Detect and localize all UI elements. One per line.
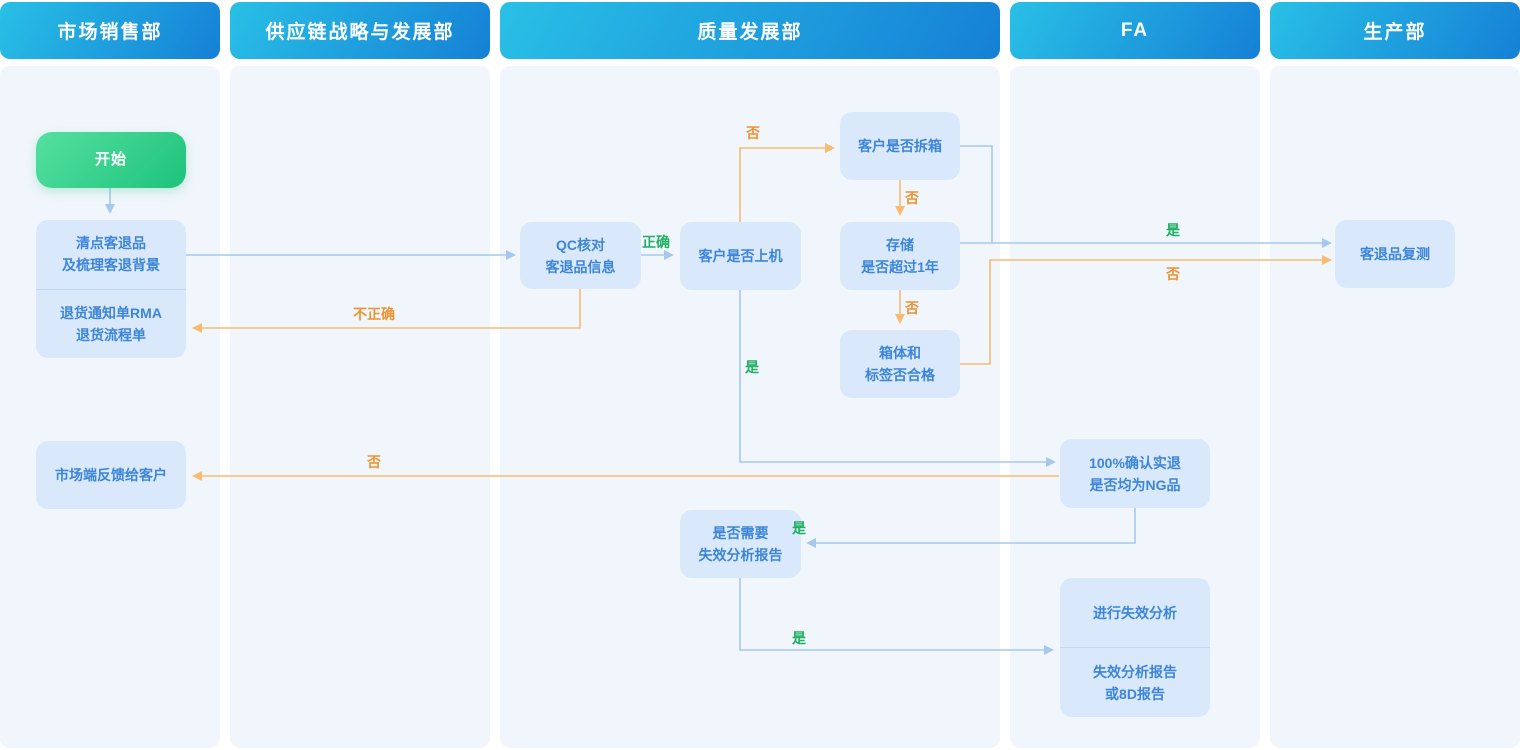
lane-header-production: 生产部	[1270, 2, 1520, 59]
node-customer-used: 客户是否上机	[680, 222, 801, 290]
node-start: 开始	[36, 132, 186, 188]
edge-label-yes-retest: 是	[1166, 222, 1180, 238]
node-confirm-ng: 100%确认实退 是否均为NG品	[1060, 439, 1210, 508]
edge-label-yes-confirm: 是	[745, 359, 759, 375]
lane-header-supply-chain: 供应链战略与发展部	[230, 2, 490, 59]
edge-label-no-retest: 否	[1166, 266, 1180, 282]
node-count-returns: 清点客退品 及梳理客退背景	[62, 235, 160, 274]
node-retest: 客退品复测	[1335, 220, 1455, 288]
node-feedback-customer: 市场端反馈给客户	[36, 441, 186, 509]
lane-header-marketing-sales: 市场销售部	[0, 2, 220, 59]
node-do-fa: 进行失效分析	[1093, 604, 1177, 621]
node-box-label-check: 箱体和 标签否合格	[840, 330, 960, 398]
edge-label-incorrect: 不正确	[353, 306, 395, 322]
node-qc-check: QC核对 客退品信息	[520, 222, 641, 289]
lane-body-production	[1270, 66, 1520, 748]
edge-label-yes-needfa: 是	[792, 520, 806, 536]
node-rma-doc: 退货通知单RMA 退货流程单	[36, 288, 186, 359]
edge-label-no-feedback: 否	[367, 454, 381, 470]
node-need-fa-report: 是否需要 失效分析报告	[680, 510, 801, 578]
node-count-returns-rma: 清点客退品 及梳理客退背景 退货通知单RMA 退货流程单	[36, 220, 186, 358]
edge-label-yes-dofa: 是	[792, 630, 806, 646]
lane-header-fa: FA	[1010, 2, 1260, 59]
edge-label-no-boxcheck: 否	[905, 300, 919, 316]
node-customer-unboxed: 客户是否拆箱	[840, 112, 960, 180]
edge-label-correct: 正确	[642, 234, 670, 250]
lane-header-quality-dev: 质量发展部	[500, 2, 1000, 59]
node-storage-over-year: 存储 是否超过1年	[840, 222, 960, 290]
lane-body-supply-chain	[230, 66, 490, 748]
edge-label-no-unboxed: 否	[746, 125, 760, 141]
edge-label-no-storage: 否	[905, 190, 919, 206]
node-fa-report: 失效分析报告 或8D报告	[1060, 647, 1210, 717]
node-fa-analysis-group: 进行失效分析 失效分析报告 或8D报告	[1060, 578, 1210, 717]
